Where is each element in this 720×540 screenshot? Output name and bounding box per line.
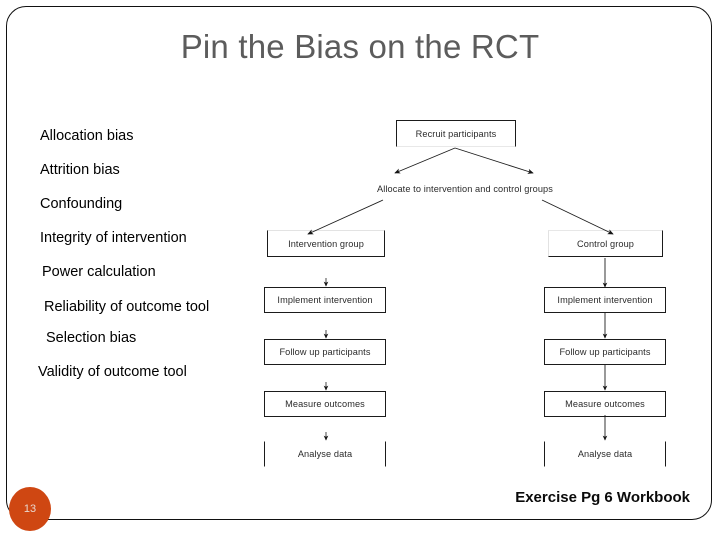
flow-node-allocate[interactable]: Allocate to intervention and control gro… <box>377 184 553 194</box>
flow-node-follow-up-participants-left[interactable]: Follow up participants <box>264 339 386 365</box>
bias-item-allocation-bias[interactable]: Allocation bias <box>40 128 134 144</box>
flow-node-analyse-data-right[interactable]: Analyse data <box>544 441 666 467</box>
footer-note: Exercise Pg 6 Workbook <box>515 489 690 506</box>
flow-node-follow-up-participants-right[interactable]: Follow up participants <box>544 339 666 365</box>
flow-node-implement-intervention-left[interactable]: Implement intervention <box>264 287 386 313</box>
flowchart-connectors <box>307 147 614 441</box>
rct-flowchart: Recruit participants Allocate to interve… <box>250 110 720 470</box>
page-title: Pin the Bias on the RCT <box>180 28 540 65</box>
bias-item-confounding[interactable]: Confounding <box>40 196 123 213</box>
flow-node-measure-outcomes-right[interactable]: Measure outcomes <box>544 391 666 417</box>
bias-list: Allocation bias Attrition bias Confoundi… <box>0 128 250 398</box>
flow-node-measure-outcomes-left[interactable]: Measure outcomes <box>264 391 386 417</box>
bias-item-power-calculation[interactable]: Power calculation <box>42 264 156 281</box>
bias-item-validity-of-outcome-tool[interactable]: Validity of outcome tool <box>38 363 187 380</box>
bias-item-selection-bias[interactable]: Selection bias <box>46 329 137 346</box>
flow-node-analyse-data-left[interactable]: Analyse data <box>264 441 386 467</box>
flow-node-recruit-participants[interactable]: Recruit participants <box>396 120 516 147</box>
page-number-badge <box>9 487 51 531</box>
bias-item-attrition-bias[interactable]: Attrition bias <box>40 162 120 179</box>
bias-item-integrity-of-intervention[interactable]: Integrity of intervention <box>40 230 187 247</box>
page-number: 13 <box>23 503 37 515</box>
flow-node-intervention-group[interactable]: Intervention group <box>267 230 385 257</box>
flow-node-control-group[interactable]: Control group <box>548 230 663 257</box>
bias-item-reliability-of-outcome-tool[interactable]: Reliability of outcome tool <box>44 298 210 315</box>
flow-node-implement-intervention-right[interactable]: Implement intervention <box>544 287 666 313</box>
